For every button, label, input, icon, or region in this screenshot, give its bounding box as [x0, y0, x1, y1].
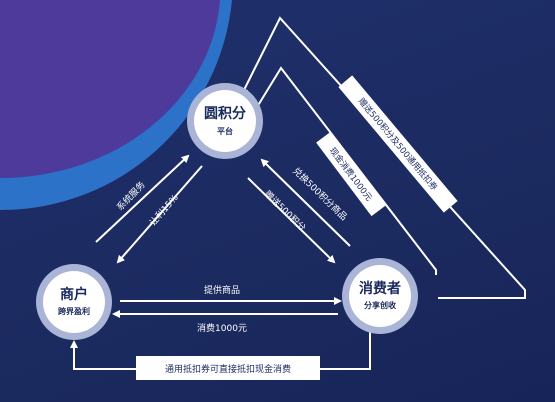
label-provide-goods: 提供商品	[204, 284, 240, 296]
arrow-platform-to-consumer	[247, 177, 336, 264]
label-consume: 消费1000元	[197, 322, 247, 334]
coupon-note-box: 通用抵扣券可直接抵扣现金消费	[136, 356, 320, 380]
arrow-consumer-to-platform	[260, 158, 351, 247]
arrow-platform-to-merchant	[116, 165, 203, 264]
label-coupon-note: 通用抵扣券可直接抵扣现金消费	[165, 363, 291, 375]
node-merchant: 商户 跨界盈利	[36, 264, 112, 340]
node-consumer: 消费者 分享创收	[342, 258, 418, 334]
node-merchant-title: 商户	[60, 286, 88, 303]
node-consumer-title: 消费者	[359, 280, 401, 297]
node-consumer-sub: 分享创收	[364, 300, 396, 310]
corner-decoration	[0, 0, 232, 211]
node-platform-title: 圆积分	[204, 105, 246, 122]
node-merchant-sub: 跨界盈利	[58, 306, 90, 316]
label-cash-consume: 现金消费1000元	[327, 145, 375, 203]
label-gift-points-coupon: 赠送500积分及500通用抵扣券	[356, 96, 440, 193]
node-platform: 圆积分 平台	[187, 83, 263, 159]
label-gift-points: 赠送500积分	[262, 188, 309, 234]
outer-loop-arrow	[241, 16, 526, 299]
arrow-merchant-to-platform	[95, 154, 190, 243]
label-profit-share: 让利15%	[147, 191, 181, 228]
node-platform-sub: 平台	[217, 126, 233, 136]
label-system-service: 系统服务	[114, 179, 148, 213]
